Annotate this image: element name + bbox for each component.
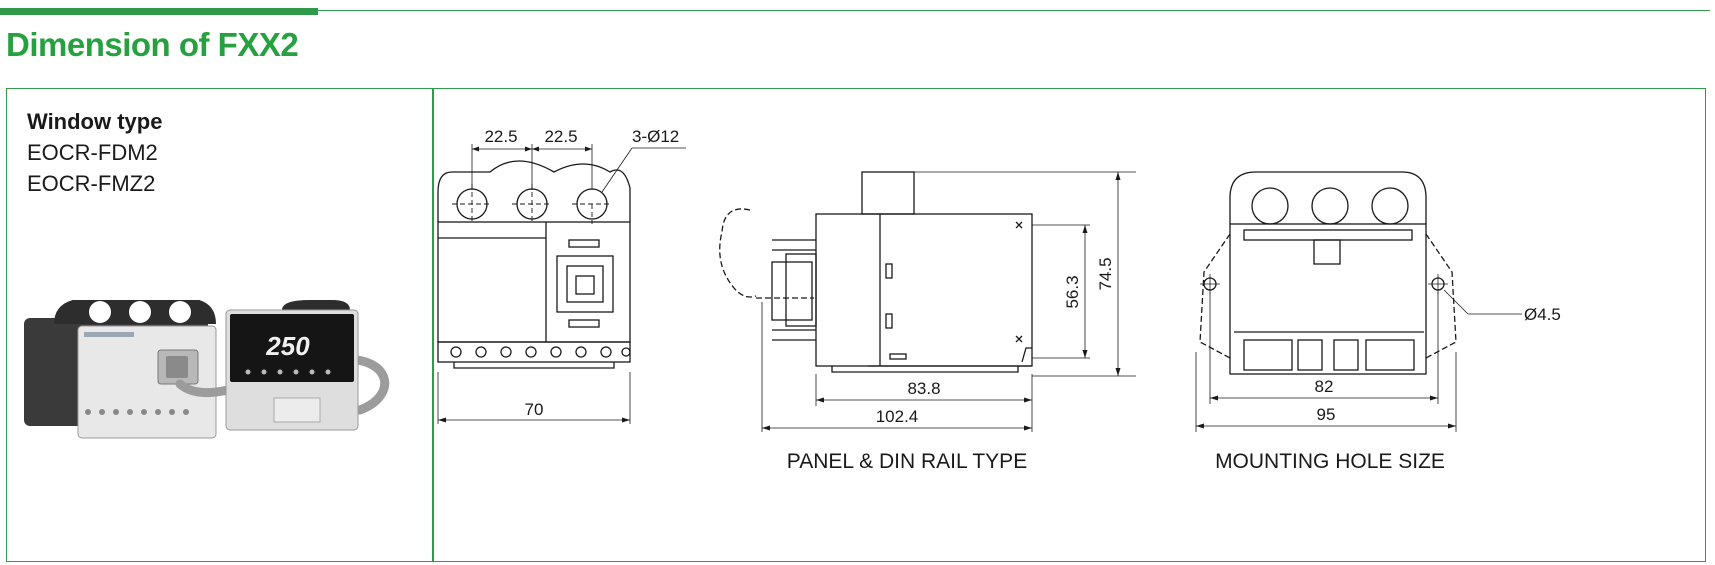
connector-socket-icon [166, 356, 188, 378]
header-accent-bar [0, 8, 318, 15]
model-name: EOCR-FMZ2 [27, 171, 156, 196]
front-pitch-2-label: 22.5 [544, 127, 577, 146]
mounting-hole-callout: Ø4.5 [1524, 305, 1561, 324]
terminal-screws [85, 409, 189, 415]
dimension-table-frame [6, 88, 1706, 562]
front-pitch-1-label: 22.5 [484, 127, 517, 146]
side-height-overall-label: 74.5 [1096, 257, 1115, 290]
front-hole-callout: 3-Ø12 [632, 127, 679, 146]
mounting-view-drawing [1195, 171, 1522, 432]
display-cover [282, 300, 350, 310]
display-label-plate [273, 397, 321, 423]
model-list: Window type EOCR-FDM2 EOCR-FMZ2 [27, 106, 162, 199]
relay-label-strip [84, 332, 134, 337]
side-depth-inner-label: 83.8 [907, 379, 940, 398]
ct-hole-icon [129, 301, 151, 323]
display-buttons [245, 369, 331, 375]
front-view-drawing [437, 144, 686, 424]
side-view-drawing [719, 171, 1136, 432]
model-name: EOCR-FDM2 [27, 140, 158, 165]
ct-hole-icon [169, 301, 191, 323]
terminal-screws [450, 346, 631, 358]
ct-hole-icon [89, 301, 111, 323]
side-height-inner-label: 56.3 [1063, 275, 1082, 308]
header-rule [0, 10, 1710, 11]
side-view-caption: PANEL & DIN RAIL TYPE [787, 450, 1027, 473]
product-photo: 250 [24, 300, 390, 439]
hole-centerlines [452, 184, 612, 224]
page-title: Dimension of FXX2 [6, 26, 299, 63]
side-depth-overall-label: 102.4 [876, 407, 919, 426]
display-unit-face [230, 314, 354, 382]
mounting-hole-pitch-label: 82 [1315, 377, 1334, 396]
column-divider [432, 88, 434, 562]
mounting-view-caption: MOUNTING HOLE SIZE [1215, 450, 1445, 473]
front-width-label: 70 [525, 400, 544, 419]
dimension-drawings: 22.5 22.5 3-Ø12 70 83.8 102.4 56.3 74.5 … [437, 127, 1561, 473]
model-heading: Window type [27, 109, 163, 134]
display-reading: 250 [265, 331, 310, 361]
mounting-width-label: 95 [1317, 405, 1336, 424]
